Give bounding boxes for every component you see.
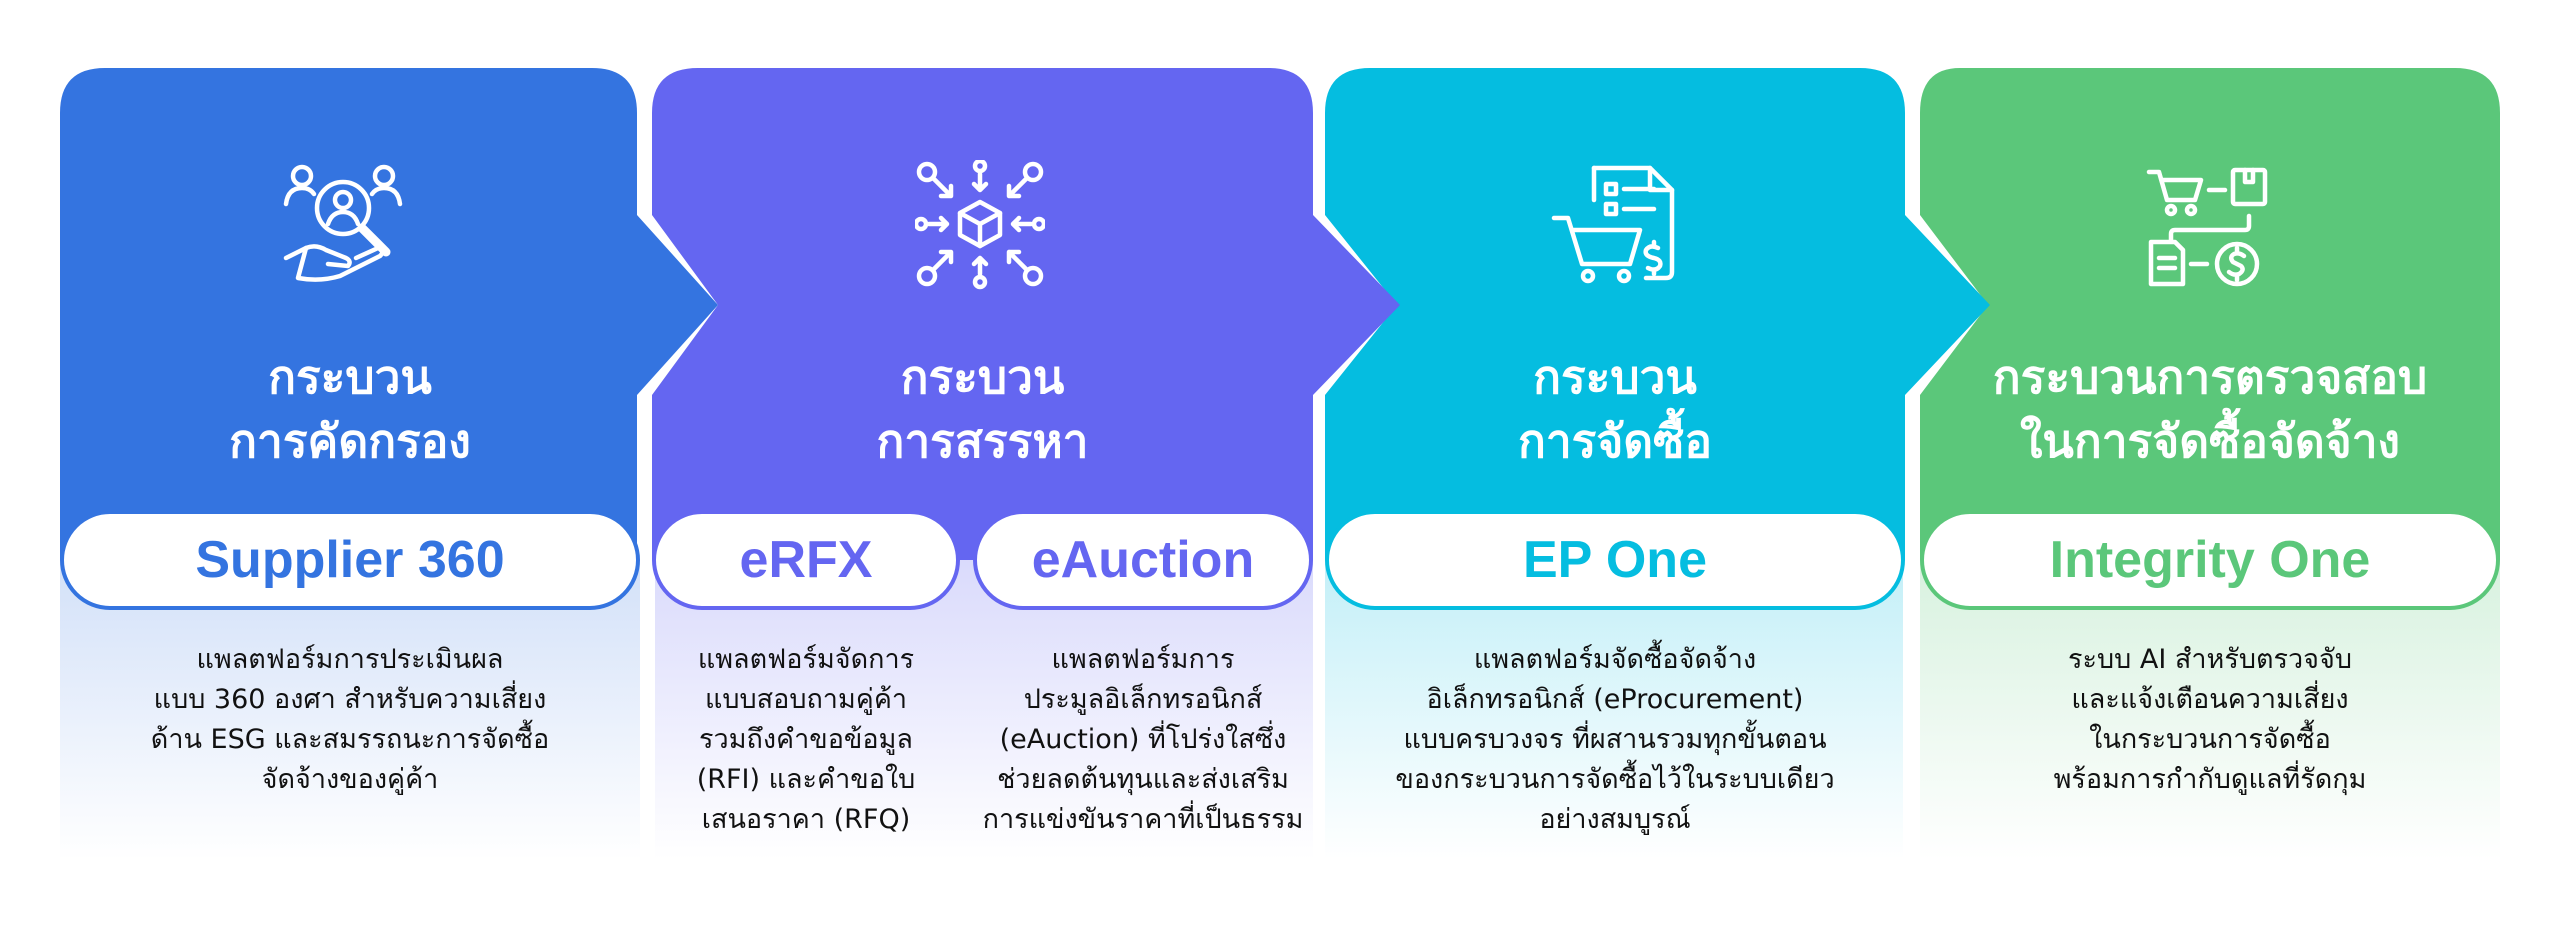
description-line: ในกระบวนการจัดซื้อ — [2089, 724, 2331, 755]
stage-title-line: การคัดกรอง — [229, 414, 471, 468]
stage-sourcing: กระบวน การสรรหา eRFX eAuction แพลตฟอร์มจ… — [652, 0, 1313, 944]
description-line: ระบบ AI สำหรับตรวจจับ — [2068, 644, 2352, 675]
network-box-icon — [915, 160, 1045, 290]
description-line: จัดจ้างของคู่ค้า — [261, 764, 439, 795]
description-line: อิเล็กทรอนิกส์ (eProcurement) — [1426, 684, 1804, 715]
description-line: การแข่งขันราคาที่เป็นธรรม — [982, 804, 1304, 835]
stage-procurement-audit: กระบวนการตรวจสอบ ในการจัดซื้อจัดจ้าง Int… — [1920, 0, 2500, 944]
description-line: แบบครบวงจร ที่ผสานรวมทุกขั้นตอน — [1403, 724, 1827, 755]
stage-title-line: ในการจัดซื้อจัดจ้าง — [2019, 414, 2401, 468]
description-line: ประมูลอิเล็กทรอนิกส์ — [1023, 684, 1263, 715]
description-line: แบบสอบถามคู่ค้า — [704, 684, 908, 715]
stage-3-fade — [1325, 560, 1903, 860]
description-line: พร้อมการกำกับดูแลที่รัดกุม — [2053, 764, 2367, 795]
tool-name: eRFX — [739, 531, 873, 589]
tool-description: แพลตฟอร์มจัดซื้อจัดจ้าง อิเล็กทรอนิกส์ (… — [1325, 640, 1905, 840]
stage-title: กระบวนการตรวจสอบ ในการจัดซื้อจัดจ้าง — [1920, 345, 2500, 473]
description-line: รวมถึงคำขอข้อมูล — [699, 724, 913, 755]
stage-2-fade — [655, 560, 1313, 860]
stage-title-line: การจัดซื้อ — [1517, 414, 1713, 468]
stage-title-line: กระบวน — [1533, 350, 1697, 404]
stage-4-panel — [1920, 68, 2500, 560]
tool-description: แพลตฟอร์มการประเมินผล แบบ 360 องศา สำหรั… — [60, 640, 640, 800]
stage-supplier-screening: กระบวน การคัดกรอง Supplier 360 แพลตฟอร์ม… — [60, 0, 640, 944]
description-line: ด้าน ESG และสมรรถนะการจัดซื้อ — [150, 724, 550, 755]
tool-erfx: eRFX — [652, 510, 960, 610]
stage-title-line: การสรรหา — [876, 414, 1089, 468]
stage-1-panel — [60, 68, 718, 560]
stage-title: กระบวน การจัดซื้อ — [1325, 345, 1905, 473]
tool-description: ระบบ AI สำหรับตรวจจับ และแจ้งเตือนความเส… — [1920, 640, 2500, 800]
description-line: แพลตฟอร์มการประเมินผล — [196, 644, 504, 675]
tool-description: แพลตฟอร์มจัดการ แบบสอบถามคู่ค้า รวมถึงคำ… — [652, 640, 960, 840]
tool-integrity-one: Integrity One — [1920, 510, 2500, 610]
stage-3-panel — [1325, 68, 1990, 560]
tool-supplier-360: Supplier 360 — [60, 510, 640, 610]
description-line: และแจ้งเตือนความเสี่ยง — [2071, 684, 2349, 715]
stage-title-line: กระบวน — [900, 350, 1065, 404]
cart-invoice-icon — [1551, 165, 1675, 284]
tool-name: Integrity One — [2049, 531, 2371, 589]
stage-title: กระบวน การสรรหา — [652, 345, 1313, 473]
description-line: แพลตฟอร์มจัดการ — [697, 644, 915, 675]
supplier-search-icon — [283, 164, 403, 282]
description-line: (RFI) และคำขอใบ — [696, 764, 916, 795]
tool-name: Supplier 360 — [195, 531, 505, 589]
stage-2-panel — [652, 68, 1400, 560]
description-line: แพลตฟอร์มจัดซื้อจัดจ้าง — [1473, 644, 1757, 675]
description-line: อย่างสมบูรณ์ — [1539, 804, 1691, 835]
description-line: ช่วยลดต้นทุนและส่งเสริม — [997, 764, 1289, 795]
description-line: (eAuction) ที่โปร่งใสซึ่ง — [999, 724, 1287, 755]
cart-document-payment-icon — [2146, 167, 2268, 287]
tool-name: EP One — [1522, 531, 1707, 589]
stage-1-fade — [60, 560, 640, 860]
tool-ep-one: EP One — [1325, 510, 1905, 610]
description-line: ของกระบวนการจัดซื้อไว้ในระบบเดียว — [1395, 764, 1835, 795]
stage-4-fade — [1920, 560, 2500, 860]
stage-title: กระบวน การคัดกรอง — [60, 345, 640, 473]
stage-title-line: กระบวน — [268, 350, 432, 404]
stage-title-line: กระบวนการตรวจสอบ — [1992, 350, 2428, 404]
tool-description: แพลตฟอร์มการ ประมูลอิเล็กทรอนิกส์ (eAuct… — [967, 640, 1319, 840]
description-line: แพลตฟอร์มการ — [1051, 644, 1235, 675]
stage-procurement: กระบวน การจัดซื้อ EP One แพลตฟอร์มจัดซื้… — [1325, 0, 1905, 944]
tool-name: eAuction — [1031, 531, 1255, 589]
tool-eauction: eAuction — [973, 510, 1313, 610]
description-line: เสนอราคา (RFQ) — [701, 804, 911, 835]
description-line: แบบ 360 องศา สำหรับความเสี่ยง — [153, 684, 547, 715]
